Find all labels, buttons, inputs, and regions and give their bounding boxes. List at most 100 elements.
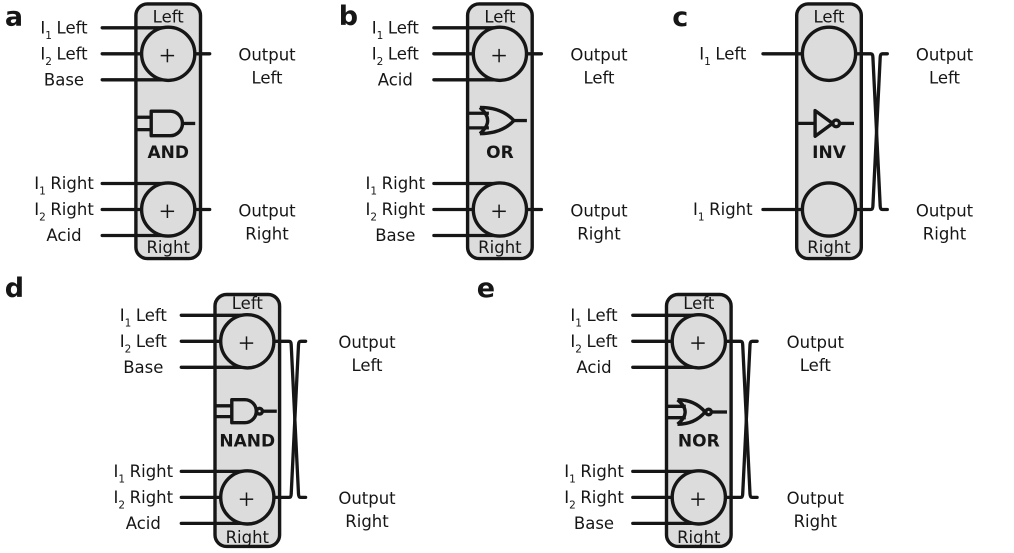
- output-label-line2: Left: [800, 356, 832, 375]
- gate-symbol: [216, 398, 277, 425]
- reaction-well-circle: [218, 312, 276, 370]
- input-label: Acid: [378, 70, 413, 89]
- reaction-well-circle: [670, 469, 728, 526]
- output-label-line1: Output: [238, 201, 296, 220]
- well-name-right: Right: [807, 238, 851, 257]
- plus-icon: [691, 336, 705, 350]
- reaction-well-circle: [800, 25, 858, 83]
- output-label-line1: Output: [570, 201, 628, 220]
- well-name-left: Left: [683, 294, 715, 313]
- inv-gate-icon: [813, 108, 835, 138]
- reaction-well-circle: [139, 25, 197, 83]
- output-label-line2: Left: [251, 69, 283, 88]
- nor-gate-icon: [676, 398, 707, 426]
- reaction-well-circle: [670, 312, 728, 370]
- well-name-right: Right: [677, 528, 721, 547]
- output-label-line1: Output: [916, 46, 974, 65]
- well-name-left: Left: [232, 294, 264, 313]
- panel-letter: e: [477, 273, 495, 304]
- reaction-well-circle: [218, 469, 276, 526]
- reaction-well-circle: [471, 25, 529, 83]
- gate-name-label: NOR: [678, 432, 720, 452]
- reaction-well-circle: [139, 181, 197, 238]
- output-label-line1: Output: [338, 333, 396, 352]
- panel-letter: b: [339, 1, 358, 32]
- output-label-line2: Left: [351, 356, 383, 375]
- output-label-line2: Right: [923, 224, 967, 243]
- input-label: Base: [44, 70, 84, 89]
- crossed-output-wire-right-to-left: [272, 339, 308, 500]
- gate-symbol: [137, 109, 196, 138]
- output-label-line2: Right: [245, 224, 289, 243]
- plus-icon: [492, 204, 506, 218]
- gate-symbol: [798, 108, 854, 138]
- nor-gate-bubble: [704, 407, 714, 417]
- plus-icon: [239, 492, 254, 506]
- output-label-line1: Output: [570, 46, 628, 65]
- plus-icon: [691, 492, 705, 506]
- input-label: Base: [123, 358, 163, 377]
- well-name-right: Right: [478, 238, 522, 257]
- gate-name-label: NAND: [219, 432, 275, 452]
- gate-symbol: [667, 398, 727, 426]
- panel-letter: a: [5, 2, 23, 33]
- or-gate-icon: [478, 105, 516, 136]
- gate-name-label: AND: [147, 143, 189, 163]
- crossed-output-wire-right-to-left: [724, 339, 759, 500]
- output-label-line2: Left: [929, 69, 961, 88]
- panel-letter: c: [672, 2, 688, 33]
- plus-icon: [492, 48, 506, 63]
- reaction-well-circle: [471, 181, 529, 238]
- input-label: Base: [574, 514, 614, 533]
- well-name-right: Right: [146, 238, 190, 257]
- gate-name-label: INV: [812, 143, 847, 163]
- input-label: Base: [375, 226, 415, 245]
- output-label-line1: Output: [916, 201, 974, 220]
- output-label-line2: Right: [345, 512, 389, 531]
- gate-name-label: OR: [486, 143, 514, 163]
- output-label-line2: Right: [794, 512, 838, 531]
- and-gate-icon: [149, 109, 185, 138]
- reaction-well-circle: [800, 181, 858, 238]
- plus-icon: [239, 336, 254, 350]
- input-label: Acid: [126, 514, 161, 533]
- panel-letter: d: [5, 273, 24, 304]
- output-label-line1: Output: [787, 489, 845, 508]
- gate-symbol: [468, 105, 527, 136]
- plus-icon: [160, 48, 175, 63]
- output-label-line2: Right: [577, 224, 621, 243]
- input-label: Acid: [46, 226, 81, 245]
- well-name-right: Right: [226, 528, 270, 547]
- crossed-output-wire-right-to-left: [854, 52, 889, 212]
- well-name-left: Left: [484, 8, 516, 27]
- input-label: Acid: [576, 358, 611, 377]
- output-label-line2: Left: [583, 69, 615, 88]
- well-name-left: Left: [813, 8, 845, 27]
- output-label-line1: Output: [787, 333, 845, 352]
- output-label-line1: Output: [238, 46, 296, 65]
